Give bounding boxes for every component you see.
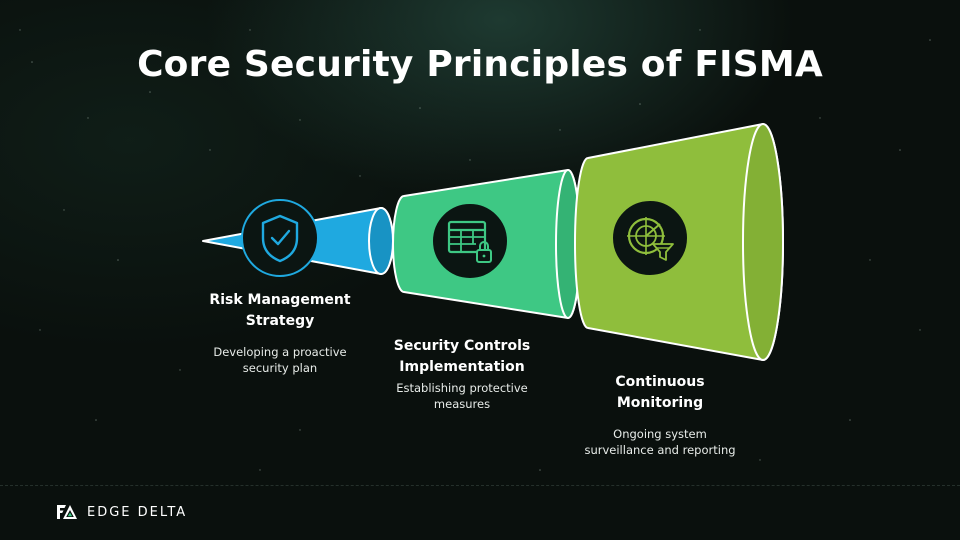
stage-description-line2: surveillance and reporting <box>584 443 736 457</box>
edge-delta-logo <box>57 505 77 519</box>
stage-heading-line2: Implementation <box>399 359 525 375</box>
stage-risk-management-label: Risk Management Strategy Developing a pr… <box>190 290 370 376</box>
stage-heading-line1: Risk Management <box>209 292 351 308</box>
stage-continuous-monitoring-label: Continuous Monitoring Ongoing system sur… <box>560 372 760 458</box>
page-title: Core Security Principles of FISMA <box>137 44 823 85</box>
footer: EDGE DELTA <box>0 485 960 540</box>
stage-heading-line2: Monitoring <box>616 395 704 411</box>
stage-description-line1: Developing a proactive <box>213 345 347 359</box>
stage-description-line1: Establishing protective <box>396 381 528 395</box>
stage-description-line2: measures <box>433 397 491 411</box>
stage-description-line1: Ongoing system <box>613 427 707 441</box>
radar-funnel-icon <box>611 199 689 277</box>
stage-heading-line1: Security Controls <box>393 338 531 354</box>
stage-heading-line2: Strategy <box>245 313 315 329</box>
stage-description-line2: security plan <box>242 361 318 375</box>
shield-check-icon <box>241 199 319 277</box>
brand: EDGE DELTA <box>56 504 187 520</box>
brand-name: EDGE DELTA <box>87 504 188 520</box>
stage-heading-line1: Continuous <box>615 374 705 390</box>
table-lock-icon <box>431 202 509 280</box>
stage-security-controls-label: Security Controls Implementation Establi… <box>372 336 552 412</box>
